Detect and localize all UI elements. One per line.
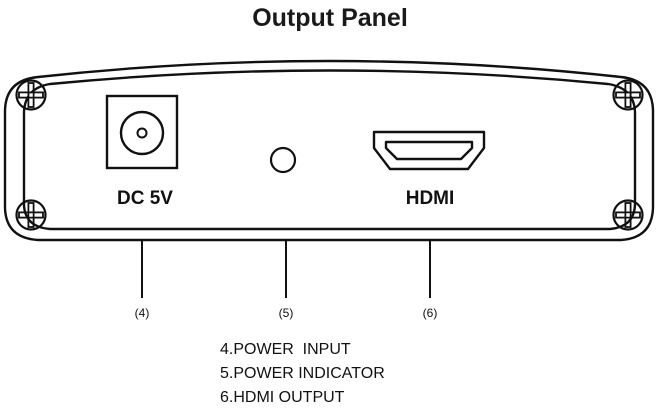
screw-top-left <box>15 79 47 111</box>
hdmi-port-icon <box>372 130 486 171</box>
panel-outer-outline <box>3 59 655 242</box>
device-panel <box>3 59 655 242</box>
led-indicator-icon <box>269 146 297 174</box>
callout-lines <box>141 240 431 298</box>
callout-6: (6) <box>423 306 438 320</box>
diagram-title: Output Panel <box>252 4 408 32</box>
screw-bottom-right <box>612 199 644 231</box>
legend-item-power-input: 4.POWER INPUT <box>220 341 351 358</box>
legend-item-power-indicator: 5.POWER INDICATOR <box>220 365 385 382</box>
dc-power-jack-icon <box>105 94 179 170</box>
hdmi-label: HDMI <box>406 188 455 209</box>
panel-inner-outline <box>22 69 637 231</box>
dc-label: DC 5V <box>117 188 173 209</box>
legend-item-hdmi-output: 6.HDMI OUTPUT <box>220 389 345 406</box>
callout-4: (4) <box>135 306 150 320</box>
screw-top-right <box>612 79 644 111</box>
screw-bottom-left <box>15 199 47 231</box>
callout-5: (5) <box>279 306 294 320</box>
